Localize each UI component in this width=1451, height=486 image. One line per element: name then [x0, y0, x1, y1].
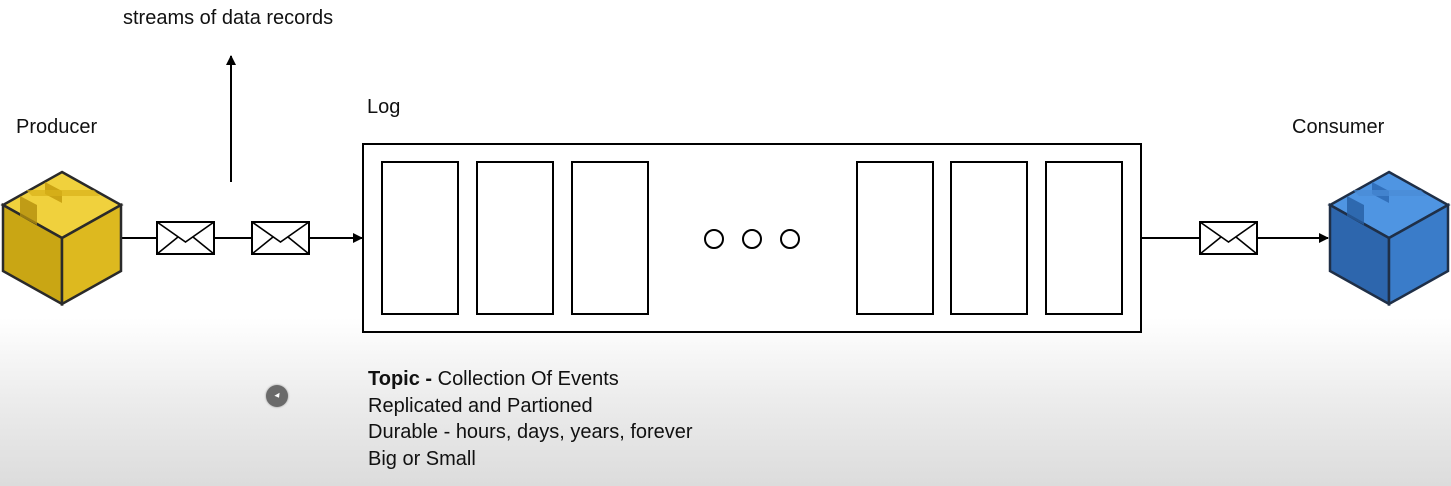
consumer-cube-icon [1327, 170, 1451, 307]
log-segment [950, 161, 1028, 315]
log-segment [571, 161, 649, 315]
log-segment [856, 161, 934, 315]
consumer-label: Consumer [1292, 116, 1385, 138]
durability-line: Durable - hours, days, years, forever [368, 421, 693, 443]
log-segment [381, 161, 459, 315]
producer-cube-icon [0, 170, 124, 307]
envelope-icon [156, 221, 215, 255]
streams-label: streams of data records [123, 7, 334, 29]
log-segment [1045, 161, 1123, 315]
log-segment [476, 161, 554, 315]
replication-line: Replicated and Partioned [368, 394, 593, 417]
ellipsis-dot [742, 229, 762, 249]
topic-term: Topic - [368, 368, 433, 390]
topic-line: Topic - Collection Of Events [368, 366, 693, 393]
topic-description: Collection Of Events [432, 368, 619, 390]
producer-label: Producer [16, 116, 98, 138]
envelope-icon [251, 221, 310, 255]
topic-notes: Topic - Collection Of Events Replicated … [368, 366, 693, 472]
ellipsis-dot [780, 229, 800, 249]
mouse-cursor-icon [266, 385, 288, 407]
log-label: Log [367, 96, 401, 118]
ellipsis-dot [704, 229, 724, 249]
envelope-icon [1199, 221, 1258, 255]
size-line: Big or Small [368, 447, 476, 470]
